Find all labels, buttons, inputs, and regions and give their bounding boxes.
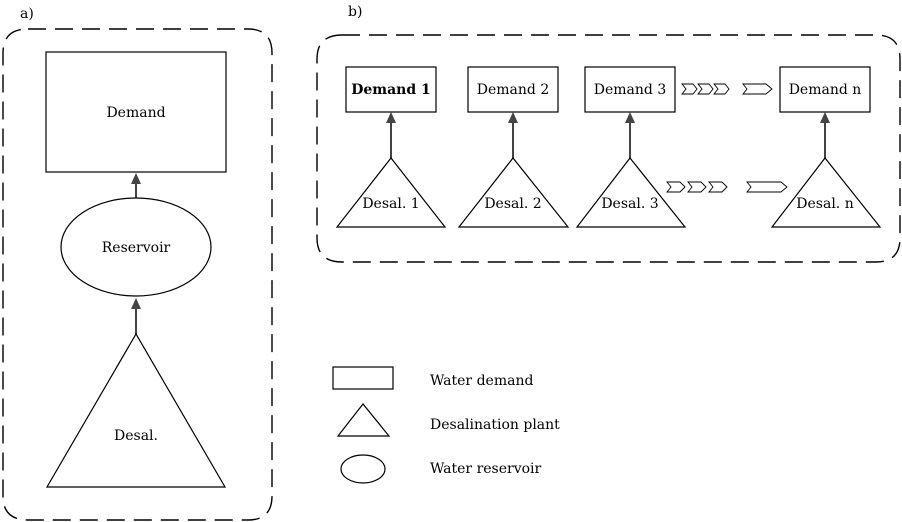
panel-a-demand-node: Demand <box>45 51 227 173</box>
panel-b-tag: b) <box>348 4 362 20</box>
demand-rect <box>45 51 227 173</box>
arrow-head-icon <box>131 298 141 309</box>
desal-label: Desal. 2 <box>484 196 541 212</box>
legend: Water demand Desalination plant Water re… <box>332 366 560 484</box>
desal-label: Desal. <box>114 428 158 444</box>
desal-node-n: Desal. n <box>770 157 882 228</box>
desal-triangle <box>770 157 882 228</box>
demand-rect <box>779 66 871 113</box>
demand-rect <box>584 66 676 113</box>
arrow-head-icon <box>820 112 830 123</box>
panel-b-border <box>316 34 901 263</box>
arrow-desal-2-to-demand-2 <box>508 112 518 158</box>
legend-triangle-icon <box>336 403 391 437</box>
demand-rect <box>467 66 559 113</box>
panel-a-reservoir-node: Reservoir <box>60 197 212 297</box>
arrow-head-icon <box>386 112 396 123</box>
desal-node-1: Desal. 1 <box>335 157 447 228</box>
arrow-desal-n-to-demand-n <box>820 112 830 158</box>
arrow-head-icon <box>625 112 635 123</box>
demand-label: Demand n <box>789 82 862 98</box>
demand-label: Demand <box>106 105 165 121</box>
demand-label: Demand 1 <box>351 82 431 98</box>
chevron-icon <box>708 181 728 193</box>
reservoir-ellipse <box>60 197 212 297</box>
demand-node-2: Demand 2 <box>467 66 559 113</box>
desal-label: Desal. 1 <box>362 196 419 212</box>
chevron-icon <box>713 83 730 95</box>
continuation-chevrons-desal-row <box>666 181 788 193</box>
chevron-icon <box>666 181 686 193</box>
panel-a-border <box>2 28 273 521</box>
legend-label: Desalination plant <box>430 417 560 433</box>
chevron-icon <box>697 83 714 95</box>
panel-a-desal-node: Desal. <box>45 332 227 488</box>
panel-a-tag: a) <box>20 6 34 22</box>
continuation-chevrons-demand-row <box>681 83 773 95</box>
legend-label: Water reservoir <box>430 461 542 477</box>
desal-node-3: Desal. 3 <box>575 157 687 228</box>
legend-item-water-reservoir: Water reservoir <box>340 454 542 484</box>
demand-label: Demand 3 <box>594 82 666 98</box>
desal-triangle <box>45 332 227 488</box>
legend-rectangle-icon <box>332 366 394 390</box>
desal-label: Desal. n <box>796 196 853 212</box>
desal-triangle <box>575 157 687 228</box>
legend-ellipse-icon <box>340 454 386 484</box>
legend-item-water-demand: Water demand <box>332 366 533 390</box>
panel-a-arrow-reservoir-to-demand <box>131 173 141 198</box>
arrow-head-icon <box>508 112 518 123</box>
arrow-head-icon <box>131 173 141 184</box>
arrow-desal-1-to-demand-1 <box>386 112 396 158</box>
demand-rect <box>345 66 437 113</box>
demand-node-1: Demand 1 <box>345 66 437 113</box>
arrow-desal-3-to-demand-3 <box>625 112 635 158</box>
legend-item-desalination-plant: Desalination plant <box>336 403 560 437</box>
legend-label: Water demand <box>430 373 533 389</box>
chevron-icon <box>681 83 698 95</box>
chevron-icon <box>687 181 707 193</box>
demand-node-n: Demand n <box>779 66 871 113</box>
chevron-icon <box>746 181 788 193</box>
panel-a-arrow-desal-to-reservoir <box>131 298 141 334</box>
reservoir-label: Reservoir <box>102 240 171 256</box>
desal-triangle <box>335 157 447 228</box>
desal-label: Desal. 3 <box>601 196 658 212</box>
demand-label: Demand 2 <box>477 82 549 98</box>
desal-triangle <box>457 157 570 228</box>
demand-node-3: Demand 3 <box>584 66 676 113</box>
chevron-icon <box>742 83 773 95</box>
desal-node-2: Desal. 2 <box>457 157 570 228</box>
